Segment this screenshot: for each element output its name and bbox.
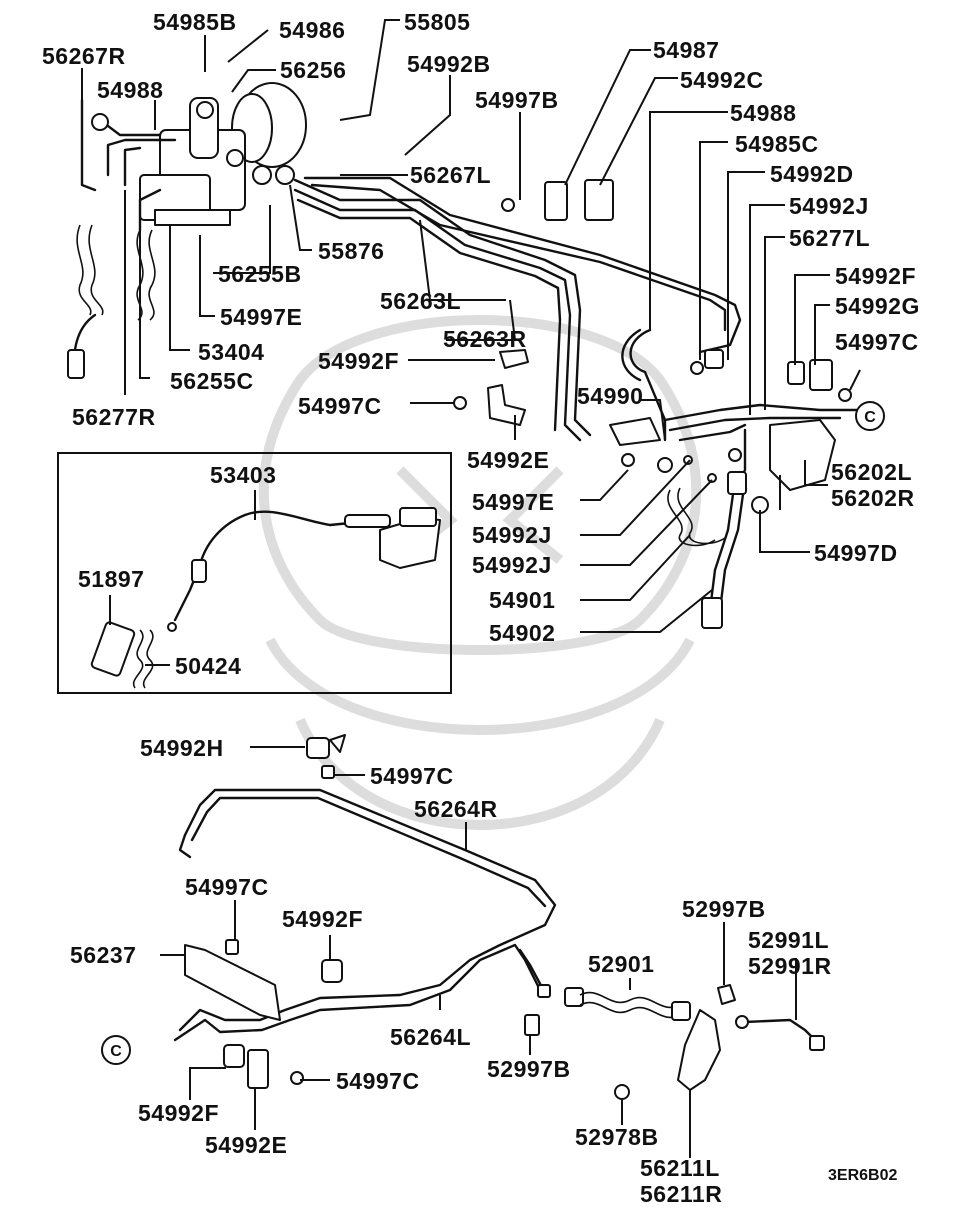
part-label: 54992F bbox=[318, 348, 399, 374]
part-label: 56263R bbox=[443, 326, 527, 352]
part-label: 53404 bbox=[198, 339, 264, 365]
part-label: 52901 bbox=[588, 951, 654, 977]
part-label: 50424 bbox=[175, 653, 241, 679]
part-label: 54992J bbox=[789, 193, 869, 219]
part-label: 52978B bbox=[575, 1124, 659, 1150]
part-label: 51897 bbox=[78, 566, 144, 592]
part-label: 52997B bbox=[487, 1056, 571, 1082]
leader-lines bbox=[81, 19, 861, 1158]
rear-flexible-hose bbox=[564, 984, 825, 1100]
part-label: 53403 bbox=[210, 462, 276, 488]
part-label: 52991L bbox=[748, 927, 829, 953]
part-label: 56202L bbox=[831, 459, 912, 485]
part-label: 54992F bbox=[138, 1100, 219, 1126]
part-label: 54985B bbox=[153, 9, 237, 35]
part-label: 54997C bbox=[336, 1068, 420, 1094]
part-label: 54992D bbox=[770, 161, 854, 187]
part-label: 56267L bbox=[410, 162, 491, 188]
part-label: 54990 bbox=[577, 383, 643, 409]
part-label: 54997C bbox=[835, 329, 919, 355]
connector-symbol-bottom: C bbox=[101, 1035, 131, 1065]
right-brake-junction bbox=[453, 179, 862, 514]
part-label: 56237 bbox=[70, 942, 136, 968]
rear-brake-lines bbox=[173, 734, 557, 1089]
part-label: 54986 bbox=[279, 17, 345, 43]
part-label: 54992B bbox=[407, 51, 491, 77]
part-label: 54997C bbox=[185, 874, 269, 900]
master-cylinder-assembly bbox=[139, 82, 307, 226]
part-label: 56211L bbox=[640, 1155, 720, 1181]
part-label: 56202R bbox=[831, 485, 915, 511]
part-number-labels: 54985B 54986 55805 56267R 56256 54992B 5… bbox=[42, 9, 920, 1207]
part-label: 54992F bbox=[835, 263, 916, 289]
part-label: 54992G bbox=[835, 293, 920, 319]
part-label: 54997C bbox=[370, 763, 454, 789]
part-label: 54992F bbox=[282, 906, 363, 932]
part-label: 54997D bbox=[814, 540, 898, 566]
part-label: 54988 bbox=[730, 100, 796, 126]
part-label: 54985C bbox=[735, 131, 819, 157]
part-label: 52997B bbox=[682, 896, 766, 922]
part-label: 54992E bbox=[205, 1132, 287, 1158]
part-label: 54901 bbox=[489, 587, 555, 613]
connector-c-label: C bbox=[864, 409, 876, 426]
part-label: 54992E bbox=[467, 447, 549, 473]
part-label: 54997E bbox=[472, 489, 554, 515]
part-label: 54992J bbox=[472, 522, 552, 548]
part-label: 54902 bbox=[489, 620, 555, 646]
part-label: 56256 bbox=[280, 57, 346, 83]
part-label: 56255C bbox=[170, 368, 254, 394]
part-label: 56264L bbox=[390, 1024, 471, 1050]
connector-symbol-top: C bbox=[855, 401, 885, 431]
part-label: 56255B bbox=[218, 261, 302, 287]
connector-c-label: C bbox=[110, 1043, 122, 1060]
part-label: 56264R bbox=[414, 796, 498, 822]
left-brake-lines bbox=[67, 98, 177, 379]
part-label: 56277R bbox=[72, 404, 156, 430]
main-brake-line-bundle bbox=[293, 176, 742, 442]
inset-cable-assembly bbox=[90, 507, 441, 689]
rear-hose-assembly bbox=[667, 471, 747, 629]
part-label: 56267R bbox=[42, 43, 126, 69]
part-label: 56263L bbox=[380, 288, 461, 314]
part-label: 54992H bbox=[140, 735, 224, 761]
part-label: 55876 bbox=[318, 238, 384, 264]
part-label: 54997E bbox=[220, 304, 302, 330]
part-label: 54997B bbox=[475, 87, 559, 113]
part-label: 54992C bbox=[680, 67, 764, 93]
drawing-code: 3ER6B02 bbox=[828, 1167, 897, 1184]
part-label: 55805 bbox=[404, 9, 470, 35]
inset-box bbox=[57, 452, 452, 694]
part-label: 52991R bbox=[748, 953, 832, 979]
part-label: 54987 bbox=[653, 37, 719, 63]
part-label: 54997C bbox=[298, 393, 382, 419]
part-label: 56277L bbox=[789, 225, 870, 251]
part-label: 54988 bbox=[97, 77, 163, 103]
part-label: 54992J bbox=[472, 552, 552, 578]
part-label: 56211R bbox=[640, 1181, 722, 1207]
